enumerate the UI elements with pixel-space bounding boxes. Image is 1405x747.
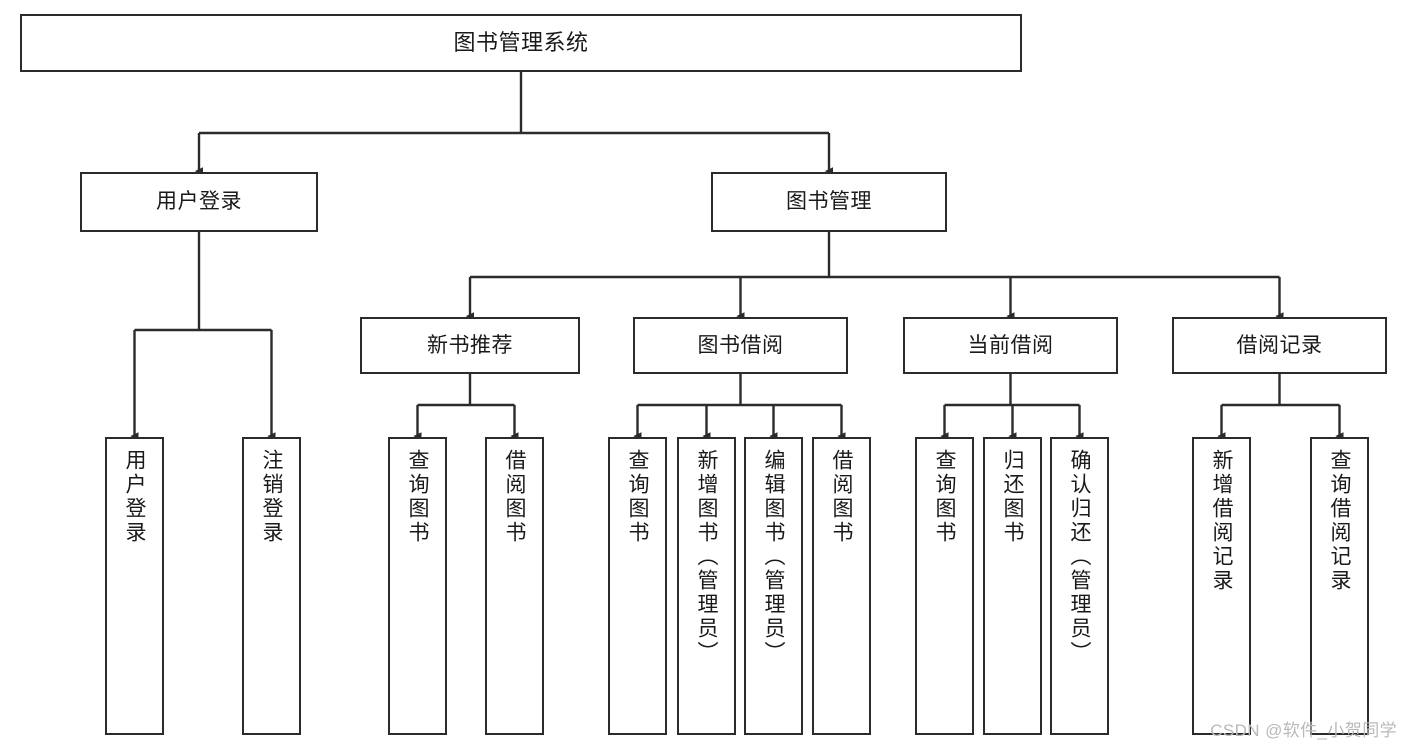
- node-leaf-logout[interactable]: 注销登录: [242, 437, 301, 735]
- node-label: 图书管理: [786, 190, 872, 214]
- node-leaf-query-book-2[interactable]: 查询图书: [608, 437, 667, 735]
- node-label: 图书管理系统: [453, 29, 589, 55]
- node-borrow-record[interactable]: 借阅记录: [1172, 317, 1387, 374]
- node-label: 查询图书: [626, 449, 649, 545]
- node-book-borrow[interactable]: 图书借阅: [633, 317, 848, 374]
- node-current-borrow[interactable]: 当前借阅: [903, 317, 1118, 374]
- node-leaf-confirm-return[interactable]: 确认归还（管理员）: [1050, 437, 1109, 735]
- node-label: 确认归还（管理员）: [1068, 449, 1091, 665]
- node-root[interactable]: 图书管理系统: [20, 14, 1022, 72]
- node-label: 注销登录: [260, 449, 283, 545]
- node-leaf-edit-book[interactable]: 编辑图书（管理员）: [744, 437, 803, 735]
- node-label: 新增借阅记录: [1210, 449, 1233, 593]
- node-label: 编辑图书（管理员）: [762, 449, 785, 665]
- node-user-login[interactable]: 用户登录: [80, 172, 318, 232]
- watermark-label: CSDN @软件_小贺同学: [1210, 721, 1397, 740]
- node-book-manage[interactable]: 图书管理: [711, 172, 947, 232]
- node-new-book-rec[interactable]: 新书推荐: [360, 317, 580, 374]
- node-label: 借阅记录: [1236, 333, 1323, 357]
- node-label: 当前借阅: [967, 333, 1054, 357]
- node-leaf-return-book[interactable]: 归还图书: [983, 437, 1042, 735]
- node-leaf-query-book-1[interactable]: 查询图书: [388, 437, 447, 735]
- node-leaf-borrow-book-2[interactable]: 借阅图书: [812, 437, 871, 735]
- node-leaf-add-book[interactable]: 新增图书（管理员）: [677, 437, 736, 735]
- node-leaf-query-book-3[interactable]: 查询图书: [915, 437, 974, 735]
- edge-paths: [130, 72, 1344, 441]
- node-label: 用户登录: [123, 449, 146, 545]
- node-label: 借阅图书: [830, 449, 853, 545]
- node-label: 用户登录: [156, 190, 242, 214]
- node-label: 新书推荐: [427, 333, 513, 357]
- node-leaf-query-record[interactable]: 查询借阅记录: [1310, 437, 1369, 735]
- node-leaf-user-login[interactable]: 用户登录: [105, 437, 164, 735]
- node-label: 归还图书: [1001, 449, 1024, 545]
- node-label: 新增图书（管理员）: [695, 449, 718, 665]
- node-label: 查询图书: [406, 449, 429, 545]
- node-label: 查询图书: [933, 449, 956, 545]
- node-label: 图书借阅: [697, 333, 784, 357]
- node-leaf-borrow-book-1[interactable]: 借阅图书: [485, 437, 544, 735]
- node-label: 查询借阅记录: [1328, 449, 1351, 593]
- node-label: 借阅图书: [503, 449, 526, 545]
- node-leaf-add-record[interactable]: 新增借阅记录: [1192, 437, 1251, 735]
